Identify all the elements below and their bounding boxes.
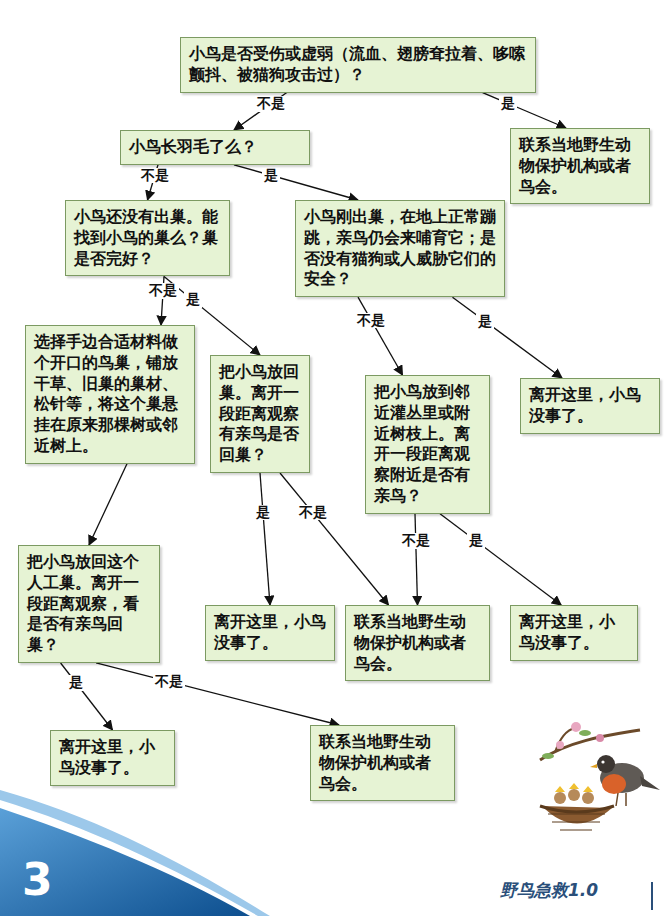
process-box: 联系当地野生动物保护机构或者鸟会。 bbox=[310, 725, 455, 801]
process-box: 把小鸟放回巢。离开一段距离观察有亲鸟是否回巢？ bbox=[210, 355, 310, 473]
flow-arrow bbox=[234, 93, 287, 130]
box-text: 离开这里，小鸟没事了。 bbox=[519, 612, 629, 654]
bird-nest-illustration bbox=[540, 722, 660, 830]
footer-title: 野鸟急救1.0 bbox=[500, 882, 598, 899]
process-box: 小鸟刚出巢，在地上正常蹦跳，亲鸟仍会来哺育它；是否没有猫狗或人威胁它们的安全？ bbox=[295, 200, 505, 297]
box-text: 离开这里，小鸟没事了。 bbox=[529, 385, 651, 427]
process-box: 小鸟是否受伤或虚弱（流血、翅膀耷拉着、哆嗦颤抖、被猫狗攻击过）？ bbox=[180, 37, 536, 93]
process-box: 离开这里，小鸟没事了。 bbox=[205, 605, 335, 661]
box-text: 选择手边合适材料做个开口的鸟巢，铺放干草、旧巢的巢材、松针等，将这个巢悬挂在原来… bbox=[34, 332, 186, 457]
process-box: 离开这里，小鸟没事了。 bbox=[520, 378, 660, 434]
box-text: 联系当地野生动物保护机构或者鸟会。 bbox=[319, 732, 446, 794]
flow-arrow bbox=[483, 93, 566, 128]
edge-label: 不是 bbox=[400, 533, 432, 548]
process-box: 离开这里，小鸟没事了。 bbox=[510, 605, 638, 661]
flow-arrow bbox=[453, 297, 563, 378]
edge-label: 是 bbox=[254, 505, 272, 520]
flow-arrow bbox=[440, 514, 561, 605]
box-text: 联系当地野生动物保护机构或者鸟会。 bbox=[519, 135, 641, 197]
process-box: 联系当地野生动物保护机构或者鸟会。 bbox=[510, 128, 650, 204]
box-text: 把小鸟放回巢。离开一段距离观察有亲鸟是否回巢？ bbox=[219, 362, 301, 466]
box-text: 小鸟还没有出巢。能找到小鸟的巢么？巢是否完好？ bbox=[74, 207, 221, 269]
page-number: 3 bbox=[22, 858, 53, 902]
flow-arrow bbox=[89, 464, 127, 545]
edge-label: 不是 bbox=[147, 283, 179, 298]
flow-arrow bbox=[61, 663, 113, 730]
box-text: 小鸟刚出巢，在地上正常蹦跳，亲鸟仍会来哺育它；是否没有猫狗或人威胁它们的安全？ bbox=[304, 207, 496, 290]
edge-label: 是 bbox=[476, 314, 494, 329]
process-box: 把小鸟放到邻近灌丛里或附近树枝上。离开一段距离观察附近是否有亲鸟？ bbox=[365, 375, 490, 514]
edge-label: 是 bbox=[262, 168, 280, 183]
flow-arrow bbox=[260, 473, 270, 605]
flow-arrow bbox=[415, 514, 418, 605]
edge-label: 不是 bbox=[153, 674, 185, 689]
process-box: 联系当地野生动物保护机构或者鸟会。 bbox=[345, 605, 490, 681]
box-text: 小鸟是否受伤或虚弱（流血、翅膀耷拉着、哆嗦颤抖、被猫狗攻击过）？ bbox=[189, 44, 527, 86]
box-text: 把小鸟放回这个人工巢。离开一段距离观察，看是否有亲鸟回巢？ bbox=[27, 552, 151, 656]
process-box: 把小鸟放回这个人工巢。离开一段距离观察，看是否有亲鸟回巢？ bbox=[18, 545, 160, 663]
edge-label: 不是 bbox=[297, 505, 329, 520]
corner-swoosh-line bbox=[0, 790, 270, 916]
corner-swoosh bbox=[0, 808, 250, 916]
flow-arrow bbox=[234, 165, 358, 200]
box-text: 把小鸟放到邻近灌丛里或附近树枝上。离开一段距离观察附近是否有亲鸟？ bbox=[374, 382, 481, 507]
box-text: 离开这里，小鸟没事了。 bbox=[59, 737, 166, 779]
edge-label: 是 bbox=[499, 96, 517, 111]
process-box: 小鸟还没有出巢。能找到小鸟的巢么？巢是否完好？ bbox=[65, 200, 230, 276]
footer-rule bbox=[651, 882, 653, 910]
box-text: 离开这里，小鸟没事了。 bbox=[214, 612, 326, 654]
edge-label: 不是 bbox=[255, 96, 287, 111]
flow-arrow bbox=[358, 297, 403, 375]
edge-label: 是 bbox=[467, 533, 485, 548]
process-box: 选择手边合适材料做个开口的鸟巢，铺放干草、旧巢的巢材、松针等，将这个巢悬挂在原来… bbox=[25, 325, 195, 464]
edge-label: 是 bbox=[67, 675, 85, 690]
process-box: 小鸟长羽毛了么？ bbox=[120, 130, 310, 165]
box-text: 小鸟长羽毛了么？ bbox=[129, 137, 301, 158]
box-text: 联系当地野生动物保护机构或者鸟会。 bbox=[354, 612, 481, 674]
edge-label: 是 bbox=[184, 292, 202, 307]
flow-arrow bbox=[96, 663, 339, 725]
edge-label: 不是 bbox=[139, 168, 171, 183]
process-box: 离开这里，小鸟没事了。 bbox=[50, 730, 175, 786]
edge-label: 不是 bbox=[355, 313, 387, 328]
